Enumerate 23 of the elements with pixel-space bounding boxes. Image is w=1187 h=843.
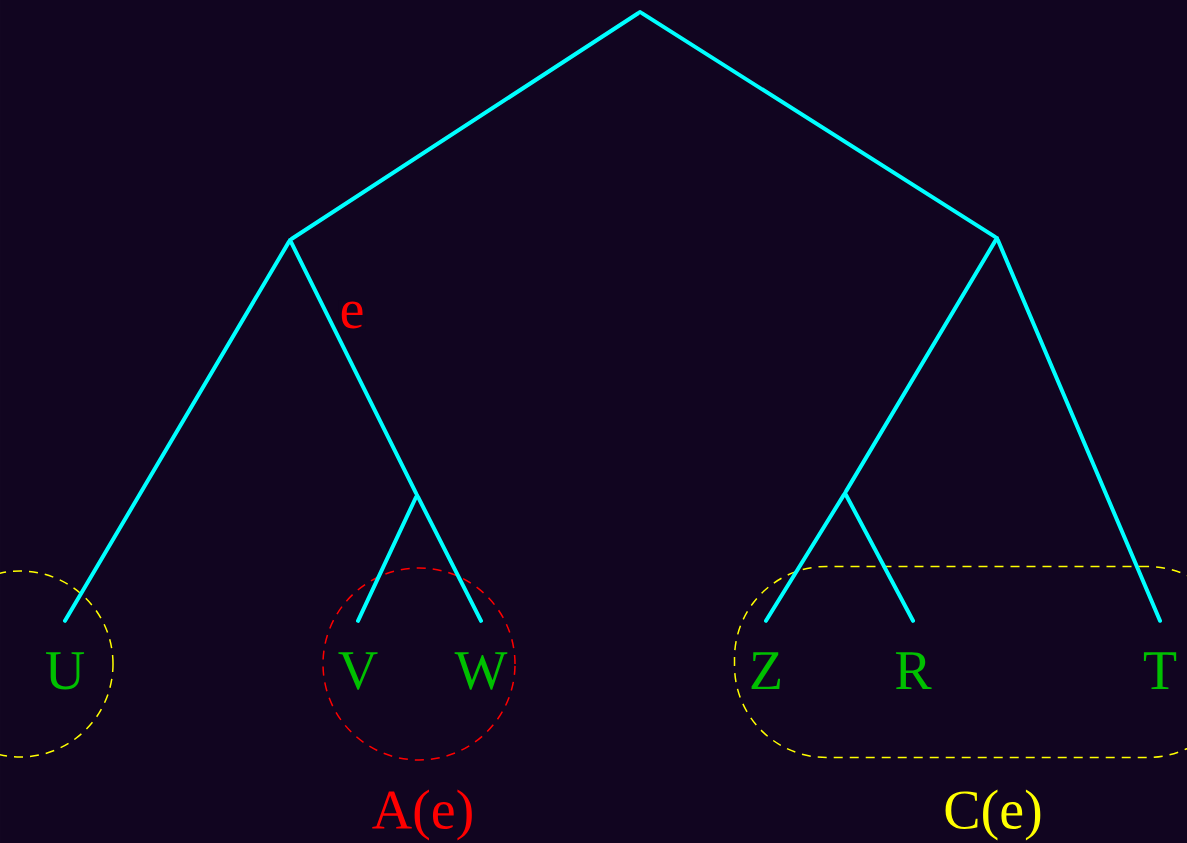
- branch-point: [995, 236, 999, 240]
- tree-branch: [289, 239, 418, 496]
- leaf-label: R: [895, 652, 932, 689]
- leaf-label: T: [1143, 652, 1177, 689]
- tree-branch: [356, 495, 419, 623]
- leaf-label: V: [338, 652, 378, 690]
- tree-branch: [289, 11, 641, 241]
- leaf-label: U: [45, 652, 85, 690]
- tree-branch: [639, 11, 998, 239]
- tree-branch: [995, 238, 1162, 623]
- tree-branch: [63, 239, 291, 623]
- group-label: C(e): [945, 789, 1041, 841]
- tree-branch: [416, 494, 483, 623]
- branch-point: [288, 238, 292, 242]
- branch-point: [415, 493, 419, 497]
- tree-branch: [844, 237, 998, 494]
- branch-point: [638, 10, 642, 14]
- leaf-label: W: [454, 652, 508, 690]
- leaf-label: Z: [751, 652, 781, 689]
- tree-branch: [764, 492, 846, 623]
- group-label: A(e): [372, 789, 472, 841]
- branch-point: [843, 491, 847, 495]
- tree-branch: [844, 492, 915, 623]
